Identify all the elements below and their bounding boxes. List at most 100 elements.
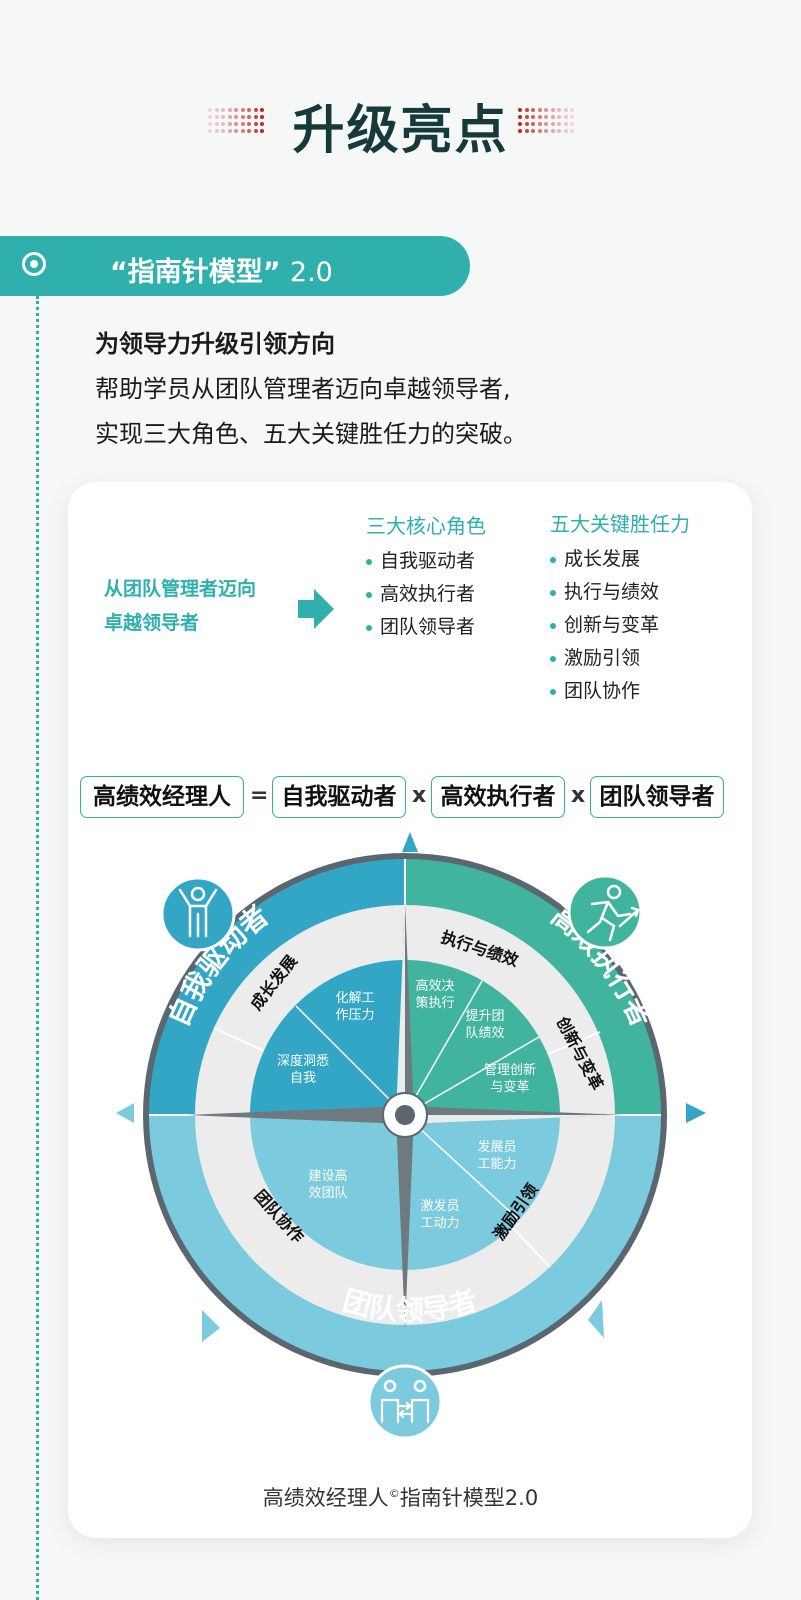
dot bbox=[544, 108, 548, 112]
dot bbox=[537, 122, 542, 126]
dot bbox=[531, 129, 535, 133]
dot bbox=[537, 115, 542, 119]
dot bbox=[531, 115, 535, 119]
dot bbox=[227, 115, 232, 119]
competency-item: 执行与绩效 bbox=[550, 576, 690, 609]
inner-label-line: 提升团 bbox=[465, 1008, 504, 1024]
dot bbox=[247, 129, 251, 133]
dot bbox=[253, 115, 258, 119]
dot bbox=[518, 115, 522, 119]
dot bbox=[214, 108, 219, 112]
dot bbox=[531, 122, 535, 126]
compass-tip-north bbox=[402, 832, 418, 852]
dot bbox=[557, 108, 561, 112]
dot bbox=[253, 122, 258, 126]
intro-line-3: 实现三大角色、五大关键胜任力的突破。 bbox=[95, 420, 527, 448]
dot bbox=[221, 122, 225, 126]
inner-label: 深度洞悉自我 bbox=[277, 1053, 329, 1086]
dot bbox=[208, 115, 212, 119]
team-exchange-icon bbox=[367, 1364, 443, 1440]
role-item: 高效执行者 bbox=[366, 578, 486, 611]
caption-prefix: 高绩效经理人 bbox=[262, 1486, 389, 1510]
dot bbox=[524, 122, 529, 126]
compass-tip-southeast bbox=[588, 1300, 604, 1338]
dot bbox=[524, 129, 529, 133]
dot bbox=[260, 129, 264, 133]
dot bbox=[247, 115, 251, 119]
roles-heading: 三大核心角色 bbox=[366, 514, 486, 538]
needle-west bbox=[185, 1106, 405, 1124]
inner-wedge-execute bbox=[405, 960, 560, 1115]
inner-label: 发展员工能力 bbox=[477, 1139, 516, 1172]
roles-column: 三大核心角色 自我驱动者 高效执行者 团队领导者 bbox=[366, 510, 486, 644]
dot bbox=[524, 108, 529, 112]
role-item: 自我驱动者 bbox=[366, 545, 486, 578]
dot bbox=[208, 122, 212, 126]
dot bbox=[214, 122, 219, 126]
dot bbox=[221, 115, 225, 119]
decorative-dots-left bbox=[208, 108, 266, 138]
dot bbox=[518, 129, 522, 133]
inner-label-line: 高效决 bbox=[415, 978, 454, 994]
dot bbox=[208, 129, 212, 133]
dot bbox=[563, 115, 568, 119]
dot bbox=[240, 115, 245, 119]
dot bbox=[240, 122, 245, 126]
dot bbox=[570, 108, 574, 112]
dot bbox=[221, 129, 225, 133]
dot bbox=[531, 108, 535, 112]
inner-label-line: 管理创新 bbox=[484, 1062, 536, 1078]
dot bbox=[234, 108, 238, 112]
dot bbox=[563, 108, 568, 112]
formula-times-2: x bbox=[571, 783, 586, 808]
formula-equals: = bbox=[250, 783, 269, 808]
page-title: 升级亮点 bbox=[292, 101, 509, 161]
inner-label-line: 工能力 bbox=[477, 1157, 516, 1172]
competencies-column: 五大关键胜任力 成长发展 执行与绩效 创新与变革 激励引领 团队协作 bbox=[550, 508, 690, 708]
inner-label-line: 建设高 bbox=[308, 1168, 347, 1184]
section-tag: “指南针模型” 2.0 bbox=[0, 236, 470, 296]
inner-label-line: 与变革 bbox=[490, 1079, 529, 1095]
dot bbox=[550, 108, 555, 112]
dot bbox=[260, 115, 264, 119]
inner-label: 管理创新与变革 bbox=[484, 1062, 536, 1095]
competency-item: 创新与变革 bbox=[550, 609, 690, 642]
intro-line-2: 帮助学员从团队管理者迈向卓越领导者, bbox=[95, 375, 511, 403]
diagram-caption: 高绩效经理人©指南针模型2.0 bbox=[0, 1482, 801, 1512]
intro-text: 为领导力升级引领方向 帮助学员从团队管理者迈向卓越领导者, 实现三大角色、五大关… bbox=[95, 322, 527, 457]
title-area: 升级亮点 bbox=[0, 88, 801, 161]
formula-times-1: x bbox=[412, 783, 427, 808]
inner-label-line: 自我 bbox=[290, 1071, 316, 1086]
dot bbox=[253, 108, 258, 112]
dot bbox=[227, 108, 232, 112]
formula-result: 高绩效经理人 bbox=[80, 776, 244, 818]
dot bbox=[544, 129, 548, 133]
dot bbox=[240, 108, 245, 112]
dot bbox=[227, 129, 232, 133]
dot bbox=[247, 108, 251, 112]
inner-label-line: 激发员 bbox=[420, 1198, 459, 1214]
dot bbox=[557, 115, 561, 119]
inner-label-line: 发展员 bbox=[477, 1139, 516, 1155]
dot bbox=[570, 122, 574, 126]
inner-label: 激发员工动力 bbox=[420, 1198, 459, 1231]
inner-label-line: 深度洞悉 bbox=[277, 1053, 329, 1069]
inner-label-line: 策执行 bbox=[415, 995, 454, 1011]
dot bbox=[550, 129, 555, 133]
dot bbox=[544, 115, 548, 119]
dot bbox=[518, 122, 522, 126]
dot bbox=[518, 108, 522, 112]
target-icon bbox=[22, 252, 46, 276]
needle-south bbox=[396, 1115, 414, 1330]
dot bbox=[260, 122, 264, 126]
caption-suffix: 指南针模型2.0 bbox=[399, 1486, 539, 1510]
dot bbox=[537, 129, 542, 133]
dot bbox=[537, 108, 542, 112]
copyright-mark: © bbox=[388, 1487, 400, 1500]
formula-term-1: 自我驱动者 bbox=[272, 776, 406, 818]
compass-diagram: 自我驱动者 高效执行者 团队领导者 成长发展 执行与绩效 创新与变革 激励引领 … bbox=[116, 832, 706, 1440]
competencies-heading: 五大关键胜任力 bbox=[550, 512, 690, 536]
dot bbox=[240, 129, 245, 133]
dot bbox=[557, 122, 561, 126]
dot bbox=[247, 122, 251, 126]
